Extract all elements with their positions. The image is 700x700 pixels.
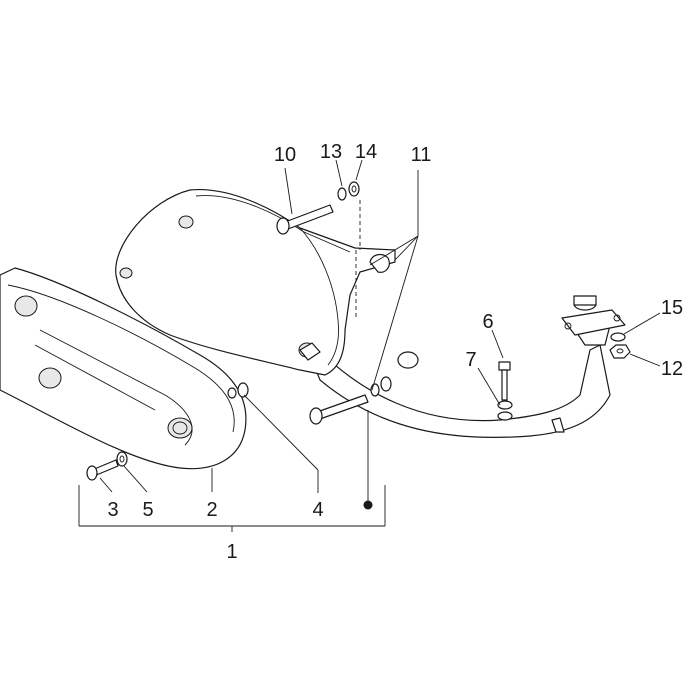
callout-10: 10 [274, 144, 296, 166]
nut-12 [609, 344, 631, 359]
washers-lower [370, 376, 392, 397]
screw-3 [86, 459, 119, 481]
callout-15: 15 [661, 297, 683, 319]
callout-1: 1 [226, 541, 237, 563]
spacer [299, 342, 321, 361]
callout-5: 5 [142, 499, 153, 521]
callout-12: 12 [661, 358, 683, 380]
callout-6: 6 [482, 311, 493, 333]
washer-15 [610, 332, 626, 342]
callout-13: 13 [320, 141, 342, 163]
callout-14: 14 [355, 141, 377, 163]
heat-shield [115, 188, 419, 376]
washer-13 [337, 187, 347, 201]
assembly-dot-marker [363, 500, 373, 510]
washer-7 [497, 400, 513, 421]
callout-7: 7 [465, 349, 476, 371]
outer-cover [0, 267, 247, 470]
callout-2: 2 [206, 499, 217, 521]
callout-4: 4 [312, 499, 323, 521]
screw-10 [276, 204, 334, 235]
washer-14 [348, 181, 360, 197]
callout-3: 3 [107, 499, 118, 521]
washer-4 [227, 382, 249, 399]
exhaust-pipe [299, 295, 626, 438]
washer-5 [116, 451, 128, 467]
bolt-6 [498, 361, 511, 401]
screw-lower [309, 394, 369, 425]
callout-11: 11 [411, 144, 432, 166]
leader-lines [78, 159, 661, 532]
